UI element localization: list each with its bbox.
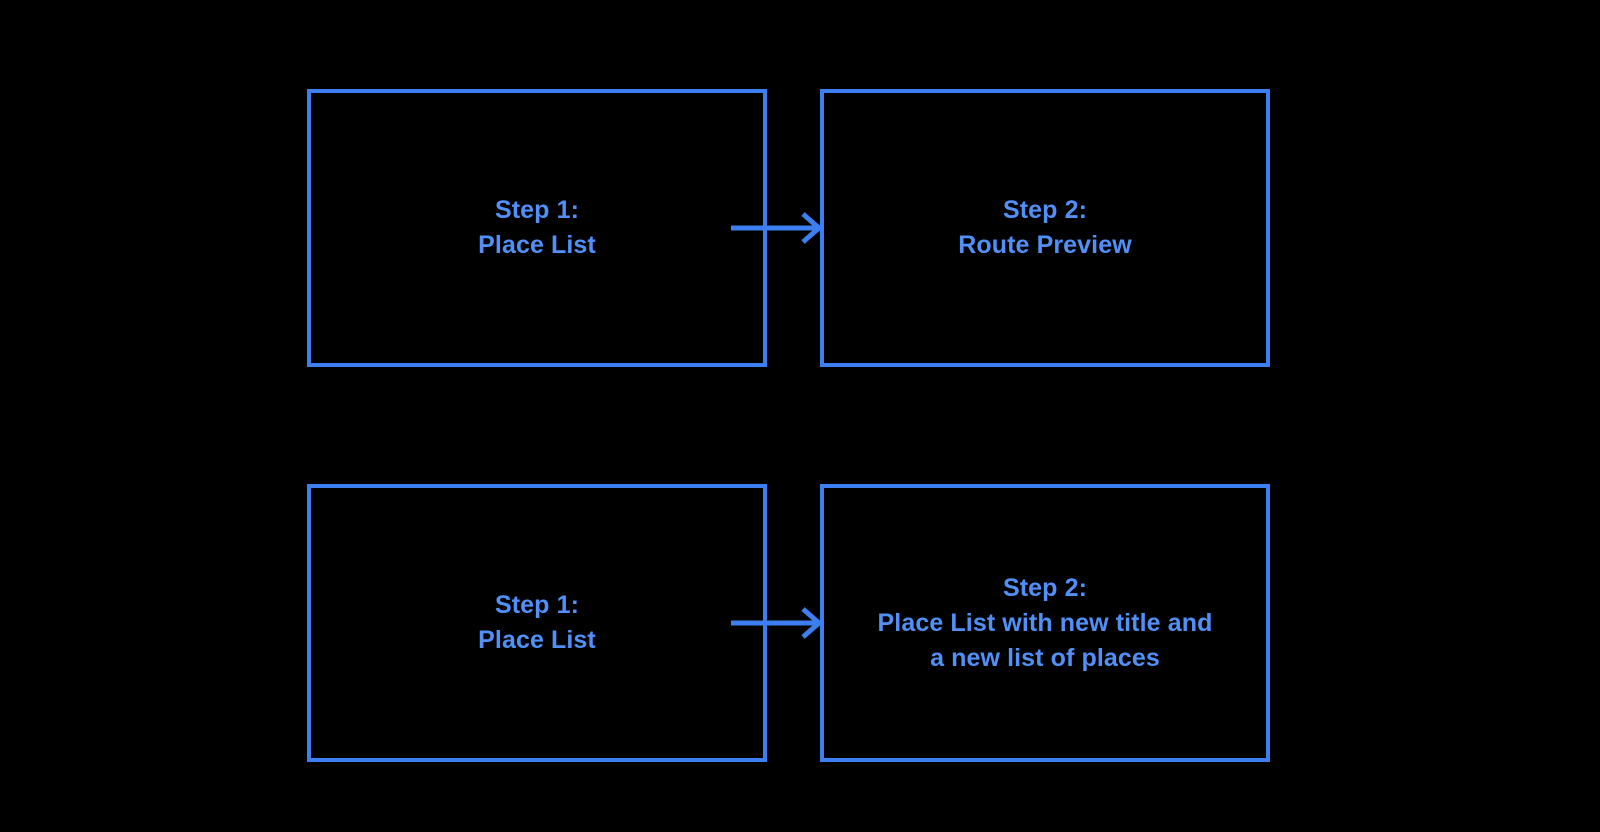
step-box-row1-step1-label: Step 1: Place List [478,196,596,259]
flow-row-new-place-list: Step 1: Place List Step 2: Place List wi… [0,484,1600,762]
step-box-row1-step2-label: Step 2: Route Preview [958,196,1132,259]
step-box-row1-step2[interactable]: Step 2: Route Preview [820,89,1270,367]
step-box-row2-step1-label: Step 1: Place List [478,591,596,654]
step-box-row2-step2[interactable]: Step 2: Place List with new title and a … [820,484,1270,762]
flow-row-route-preview: Step 1: Place List Step 2: Route Preview [0,89,1600,367]
step-box-row1-step1[interactable]: Step 1: Place List [307,89,767,367]
step-box-row2-step1[interactable]: Step 1: Place List [307,484,767,762]
step-box-row2-step2-label: Step 2: Place List with new title and a … [877,573,1213,672]
